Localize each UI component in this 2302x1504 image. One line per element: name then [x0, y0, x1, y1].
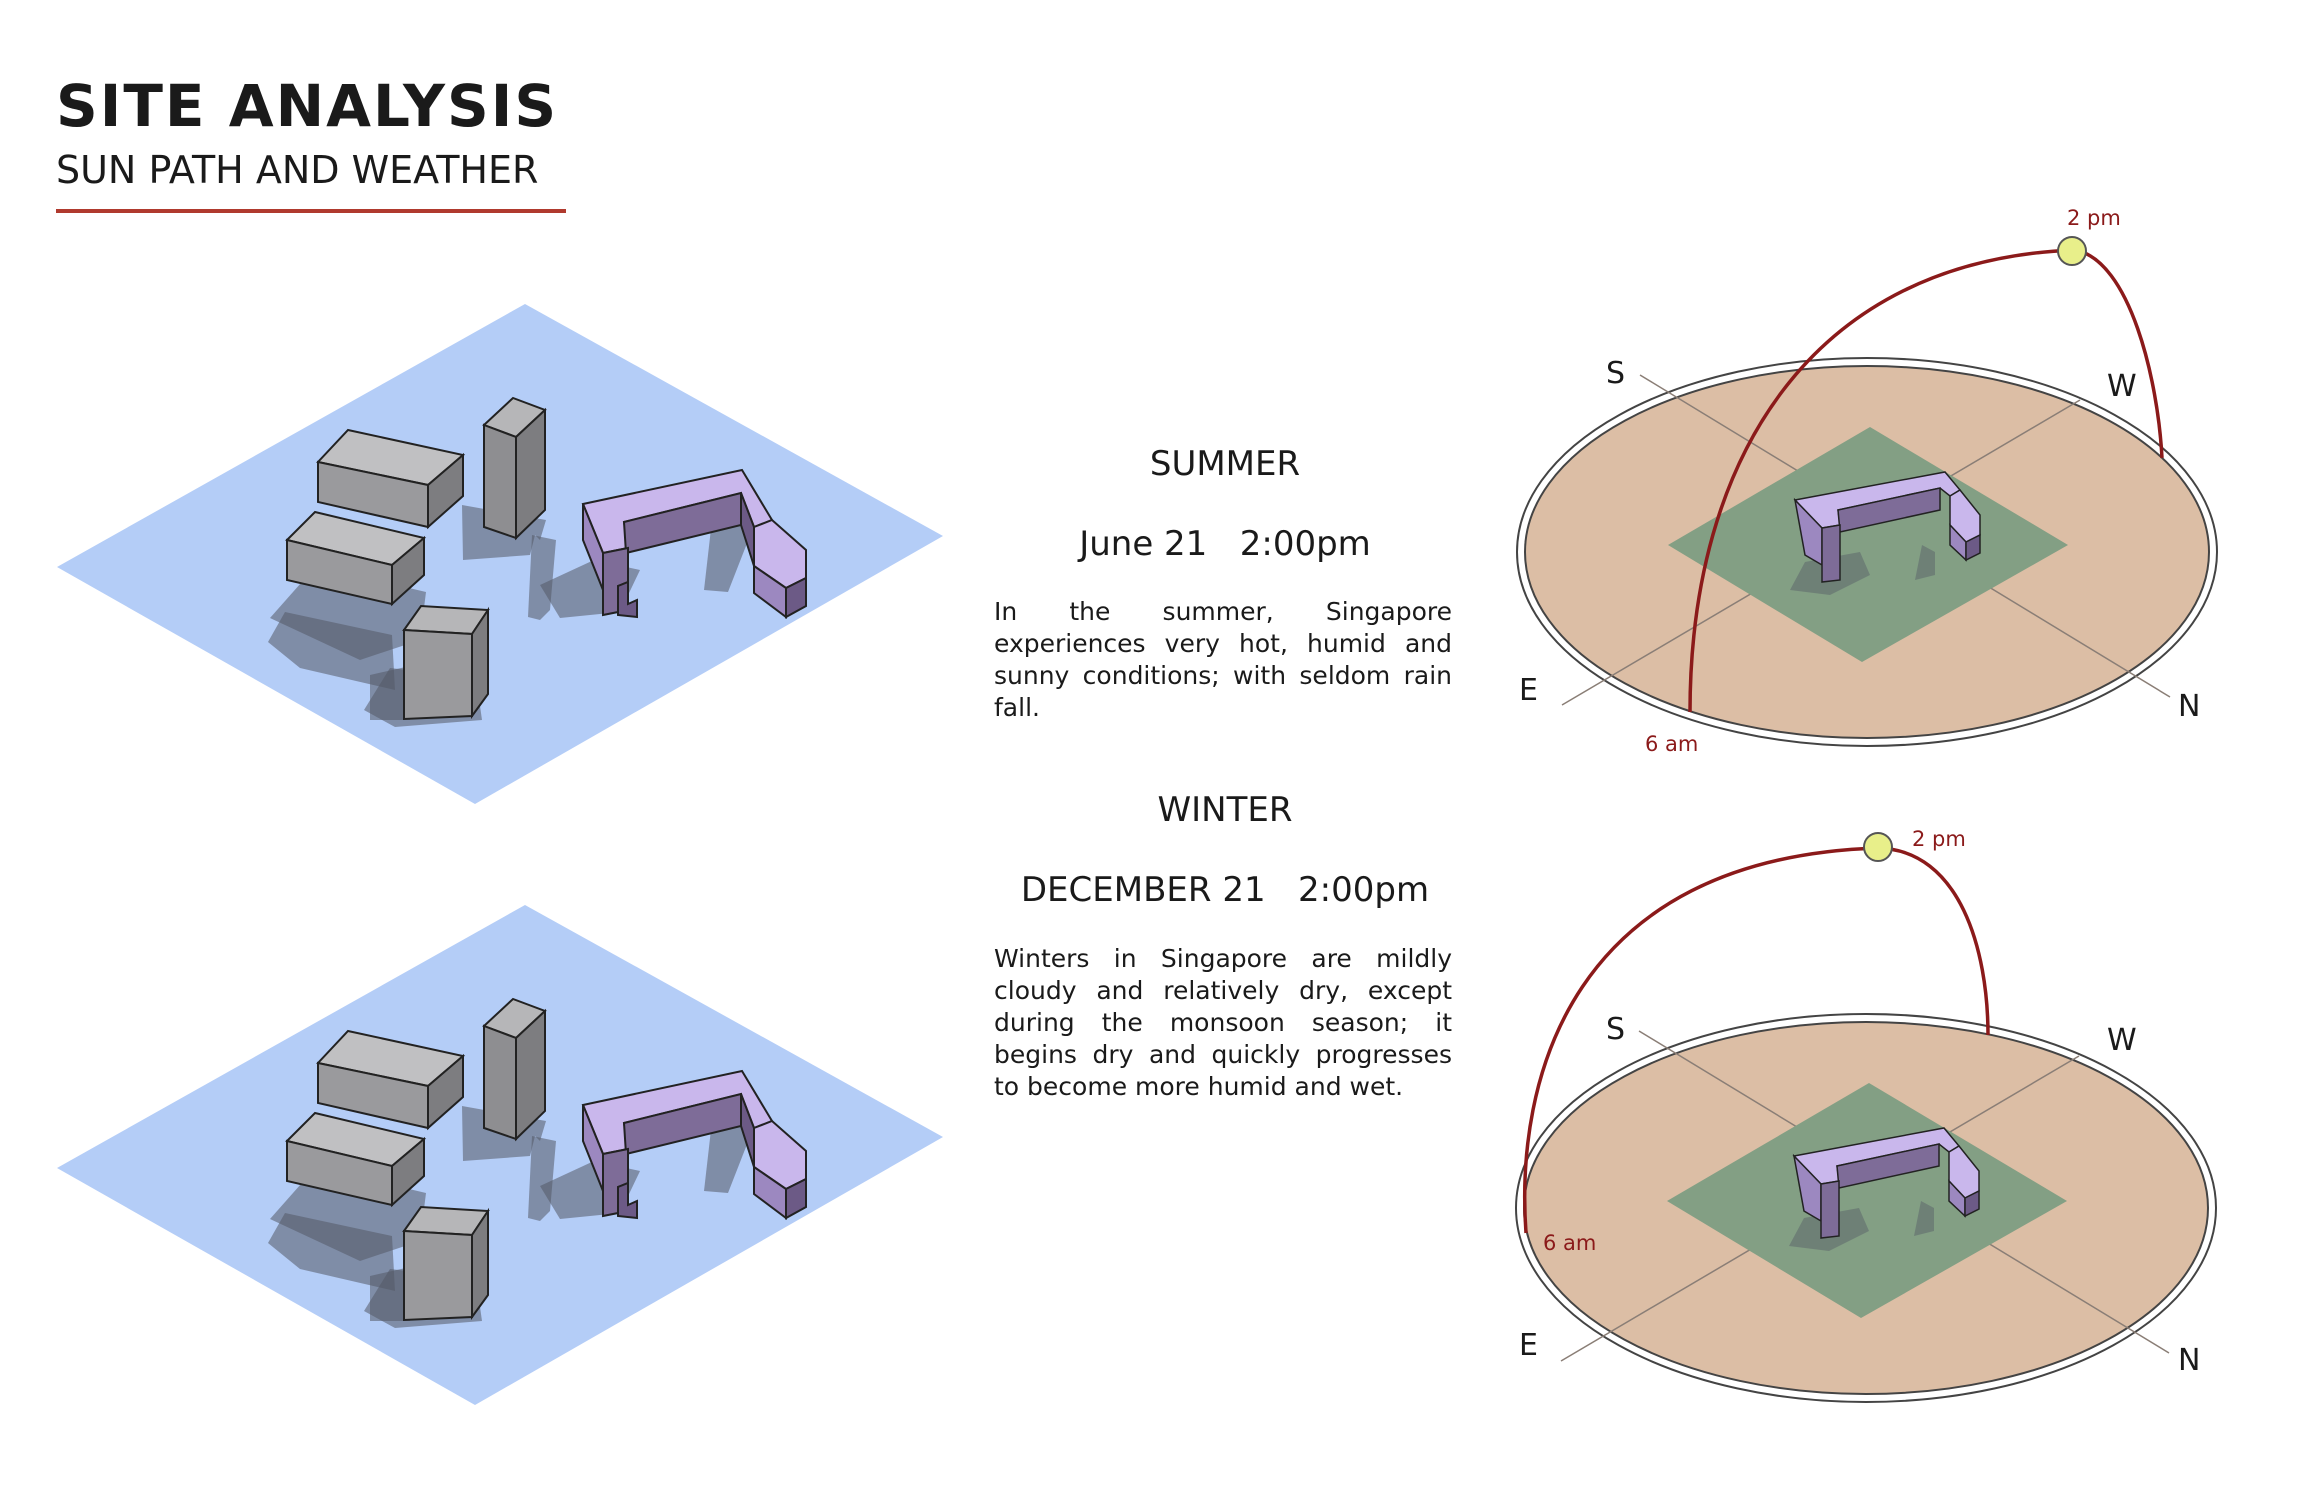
summer-sun-path [1688, 248, 2164, 713]
winter-date-line: DECEMBER 21 2:00pm [960, 870, 1490, 910]
winter-time: 2:00pm [1298, 870, 1430, 910]
page-title: SITE ANALYSIS [56, 72, 559, 140]
summer-start-label: 6 am [1645, 732, 1698, 756]
summer-sun-time-label: 2 pm [2067, 206, 2121, 230]
winter-compass-south: S [1606, 1012, 1625, 1047]
summer-compass-south: S [1606, 356, 1625, 391]
summer-date: June 21 [1079, 524, 1208, 564]
winter-sun-path [1522, 846, 1990, 1234]
winter-compass-west: W [2107, 1023, 2137, 1058]
winter-sun-time-label: 2 pm [1912, 827, 1966, 851]
summer-heading: SUMMER [1149, 444, 1301, 484]
summer-time: 2:00pm [1239, 524, 1371, 564]
winter-date: DECEMBER 21 [1020, 870, 1266, 910]
summer-site-model [56, 303, 944, 805]
summer-date-line: June 21 2:00pm [960, 524, 1490, 564]
winter-description: Winters in Singapore are mildly cloudy a… [994, 944, 1452, 1101]
winter-sun-icon [1863, 832, 1893, 862]
winter-compass-east: E [1519, 1328, 1538, 1363]
winter-site-model [56, 904, 944, 1406]
winter-sun-dial: 2 pm 6 am S W E N [1515, 827, 2217, 1403]
summer-compass-north: N [2178, 689, 2200, 724]
summer-compass-east: E [1519, 673, 1538, 708]
page-subtitle: SUN PATH AND WEATHER [56, 148, 539, 192]
summer-compass-west: W [2107, 369, 2137, 404]
summer-sun-icon [2057, 236, 2087, 266]
winter-heading: WINTER [1157, 790, 1293, 830]
title-underline [56, 209, 566, 213]
summer-description: In the summer, Singapore experiences ver… [994, 597, 1452, 722]
winter-start-label: 6 am [1543, 1231, 1596, 1255]
winter-compass-north: N [2178, 1343, 2200, 1378]
summer-sun-dial: 2 pm 6 am S W E N [1516, 206, 2218, 756]
